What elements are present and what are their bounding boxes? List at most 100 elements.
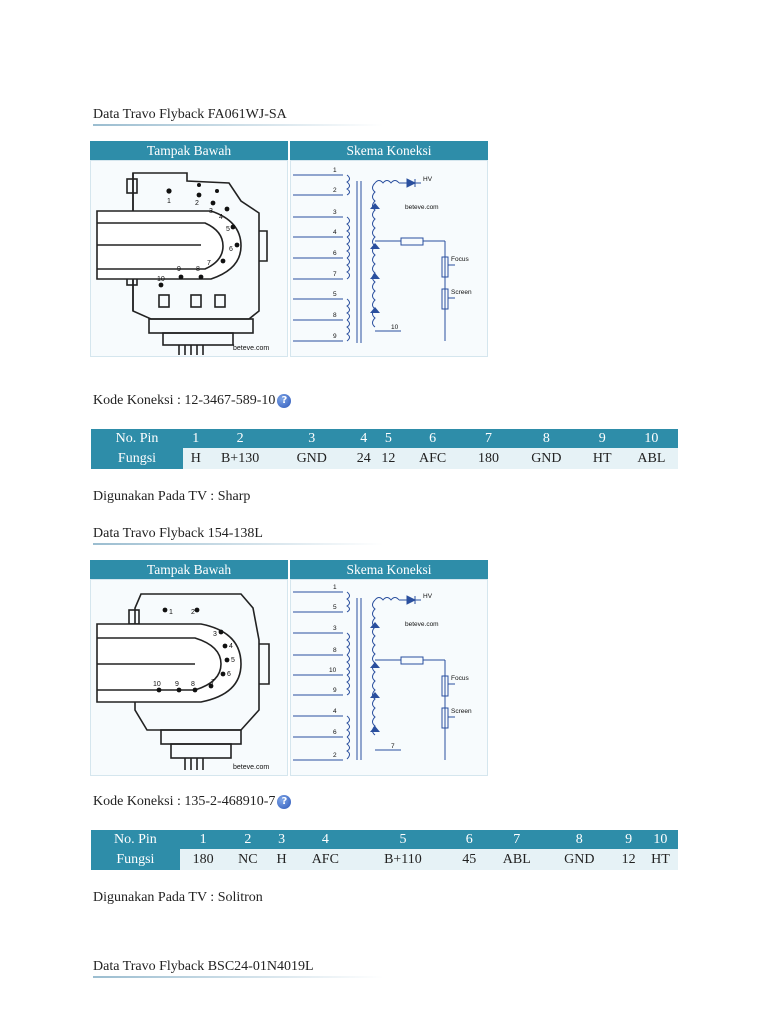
bottom-pin-label: 6 [227,671,231,678]
bottom-pin-label: 8 [191,681,195,688]
bottom-pin-label: 1 [169,609,173,616]
schematic-focus: Focus [451,256,469,263]
pin-number: 3 [271,429,352,448]
pin-number: 5 [375,429,402,448]
bottom-pin-label: 4 [219,214,223,221]
pin-number: 1 [179,830,227,849]
figure-header-schematic: Skema Koneksi [290,141,488,160]
bottom-view-drawing: 1 2 3 4 5 6 7 8 9 10 beteve.com [90,579,288,776]
bottom-pin-label: 3 [209,208,213,215]
schematic-drawing: 1 5 3 8 10 9 4 6 2 HV beteve.com Focus S… [290,579,488,776]
schematic-brand: beteve.com [405,621,439,628]
schematic-pin-label: 7 [333,271,337,278]
pin-function: AFC [401,448,464,469]
pin-function: 12 [375,448,402,469]
schematic-pin-label: 3 [333,625,337,632]
pin-function: AFC [293,849,357,870]
schematic-hv: HV [423,593,433,600]
bottom-pin-label: 3 [213,631,217,638]
schematic-pin-label: 5 [333,291,337,298]
pin-number: 7 [463,429,514,448]
pin-number: 1 [182,429,209,448]
help-question-icon[interactable]: ? [277,394,292,408]
schematic-pin-label: 8 [333,312,337,319]
section-title: Data Travo Flyback FA061WJ-SA [93,107,287,122]
schematic-end-pin: 10 [391,324,399,331]
pin-number: 9 [614,830,643,849]
pin-number: 6 [401,429,464,448]
schematic-pin-label: 4 [333,708,337,715]
pin-function: GND [513,448,580,469]
pin-function: 180 [179,849,227,870]
schematic-pin-label: 10 [329,667,337,674]
pin-function: B+130 [208,448,272,469]
pin-number: 2 [226,830,270,849]
pin-number: 10 [642,830,678,849]
schematic-focus: Focus [451,675,469,682]
schematic-pin-label: 5 [333,604,337,611]
schematic-pin-label: 9 [333,687,337,694]
pin-table: No. Pin 1 2 3 4 5 6 7 8 9 10 Fungsi 180 … [91,830,678,870]
schematic-pin-label: 1 [333,584,337,591]
pin-number: 6 [449,830,490,849]
pin-number: 4 [351,429,376,448]
pin-number: 10 [624,429,678,448]
tv-usage: Digunakan Pada TV : Solitron [93,890,263,905]
title-underline [93,124,383,126]
pin-number: 8 [544,830,615,849]
pin-row-label: No. Pin [91,429,183,448]
pin-number: 3 [269,830,294,849]
pin-table: No. Pin 1 2 3 4 5 6 7 8 9 10 Fungsi H B+… [91,429,678,469]
connection-code: Kode Koneksi : 135-2-468910-7? [93,794,292,810]
pin-number: 9 [579,429,625,448]
schematic-drawing: 1 2 3 4 6 7 5 8 9 HV beteve.com Focus Sc… [290,160,488,357]
bottom-brand: beteve.com [233,345,269,352]
schematic-hv: HV [423,176,433,183]
schematic-pin-label: 2 [333,187,337,194]
schematic-brand: beteve.com [405,204,439,211]
schematic-pin-label: 2 [333,752,337,759]
title-underline [93,543,383,545]
connection-code: Kode Koneksi : 12-3467-589-10? [93,393,292,409]
pin-number: 5 [356,830,450,849]
bottom-pin-label: 2 [195,200,199,207]
flyback-figure: Tampak Bawah Skema Koneksi [90,560,488,776]
pin-function: B+110 [356,849,450,870]
bottom-brand: beteve.com [233,764,269,771]
function-row-label: Fungsi [91,849,180,870]
schematic-pin-label: 8 [333,647,337,654]
pin-function: GND [271,448,352,469]
section-title: Data Travo Flyback 154-138L [93,526,263,541]
schematic-pin-label: 6 [333,250,337,257]
bottom-pin-label: 9 [177,266,181,273]
pin-function: HT [642,849,678,870]
help-question-icon[interactable]: ? [277,795,292,809]
function-row-label: Fungsi [91,448,183,469]
title-underline [93,976,383,978]
figure-header-schematic: Skema Koneksi [290,560,488,579]
pin-function: ABL [624,448,678,469]
pin-function: GND [544,849,615,870]
pin-function: ABL [489,849,545,870]
bottom-pin-label: 5 [231,657,235,664]
connection-code-text: Kode Koneksi : 12-3467-589-10 [93,393,276,408]
bottom-pin-label: 7 [211,679,215,686]
bottom-pin-label: 8 [196,266,200,273]
pin-function: H [269,849,294,870]
schematic-screen: Screen [451,289,472,296]
schematic-pin-label: 1 [333,167,337,174]
bottom-pin-label: 10 [153,681,161,688]
figure-header-bottom-view: Tampak Bawah [90,141,288,160]
pin-function: 12 [614,849,643,870]
bottom-pin-label: 6 [229,246,233,253]
schematic-end-pin: 7 [391,743,395,750]
bottom-pin-label: 10 [157,276,165,283]
schematic-pin-label: 6 [333,729,337,736]
flyback-figure: Tampak Bawah Skema Koneksi [90,141,488,357]
pin-number: 2 [208,429,272,448]
pin-function: 180 [463,448,514,469]
pin-row-label: No. Pin [91,830,180,849]
connection-code-text: Kode Koneksi : 135-2-468910-7 [93,794,276,809]
bottom-pin-label: 7 [207,260,211,267]
schematic-pin-label: 3 [333,209,337,216]
